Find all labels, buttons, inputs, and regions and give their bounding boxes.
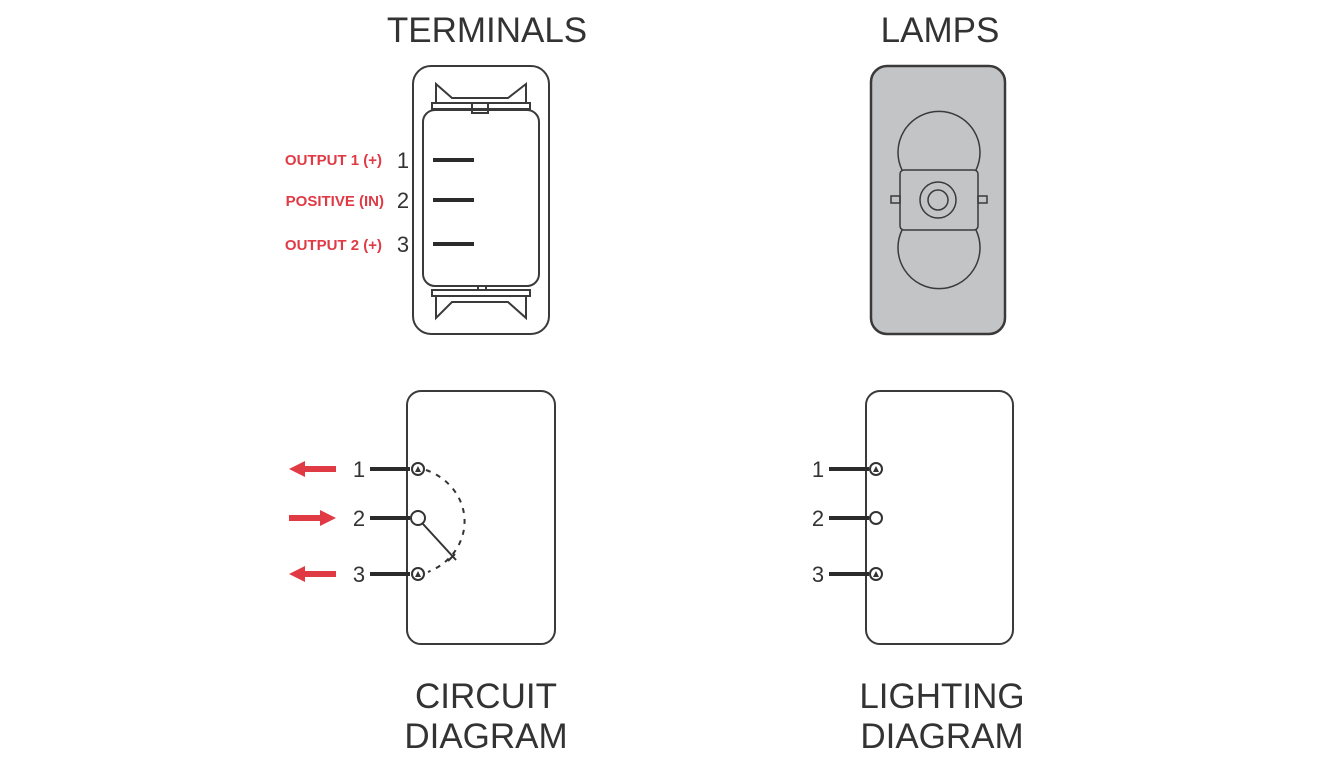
lighting-switch-outline — [865, 390, 1014, 645]
lamp-outer-ring — [919, 181, 957, 219]
lighting-lamp-triangle-3 — [873, 571, 879, 577]
terminal-number-2: 2 — [397, 188, 409, 213]
circuit-title-line-2: DIAGRAM — [404, 717, 567, 756]
circuit-common-contact-icon — [410, 510, 426, 526]
arrow-in-2-icon — [289, 510, 336, 526]
lamps-title: LAMPS — [881, 11, 1000, 50]
lighting-open-contact-icon — [869, 511, 883, 525]
switch-lever-tip — [447, 553, 456, 562]
switch-lever — [422, 523, 457, 561]
circuit-lamp-triangle-3 — [415, 571, 421, 577]
arrow-out-1-icon — [289, 461, 336, 477]
bottom-clip — [435, 296, 527, 321]
terminal-label-output-1: OUTPUT 1 (+) — [285, 152, 382, 169]
arrow-out-3-icon — [289, 566, 336, 582]
lighting-diagram: 1 2 3 — [812, 390, 1014, 645]
lighting-title-line-1: LIGHTING — [859, 677, 1024, 716]
circuit-pin-number-2: 2 — [353, 506, 365, 531]
switch-travel-arc — [425, 469, 466, 573]
lower-lamp-lens — [897, 229, 981, 290]
circuit-pin-number-1: 1 — [353, 457, 365, 482]
circuit-lamp-triangle-1 — [415, 466, 421, 472]
top-clip — [435, 81, 527, 104]
circuit-switch-outline — [406, 390, 556, 645]
terminal-number-1: 1 — [397, 148, 409, 173]
circuit-diagram: 1 2 3 — [289, 390, 556, 645]
lighting-pin-number-3: 3 — [812, 562, 824, 587]
terminals-title: TERMINALS — [387, 11, 587, 50]
terminals-switch — [412, 65, 550, 335]
bottom-tab — [477, 285, 487, 291]
terminal-label-output-2: OUTPUT 2 (+) — [285, 237, 382, 254]
upper-lamp-lens — [897, 110, 981, 171]
lighting-pin-number-1: 1 — [812, 457, 824, 482]
terminal-label-positive-in: POSITIVE (IN) — [286, 193, 384, 210]
lamp-right-tab — [977, 195, 988, 204]
lamps-switch — [869, 64, 1007, 336]
terminal-number-3: 3 — [397, 232, 409, 257]
lamp-inner-ring — [927, 189, 949, 211]
circuit-title-line-1: CIRCUIT — [415, 677, 557, 716]
lighting-title-line-2: DIAGRAM — [860, 717, 1023, 756]
circuit-pin-number-3: 3 — [353, 562, 365, 587]
lamp-left-tab — [890, 195, 901, 204]
lighting-pin-number-2: 2 — [812, 506, 824, 531]
lighting-lamp-triangle-1 — [873, 466, 879, 472]
top-tab — [471, 102, 489, 114]
switch-outer-frame — [412, 65, 550, 335]
lamp-center-block — [899, 169, 979, 231]
